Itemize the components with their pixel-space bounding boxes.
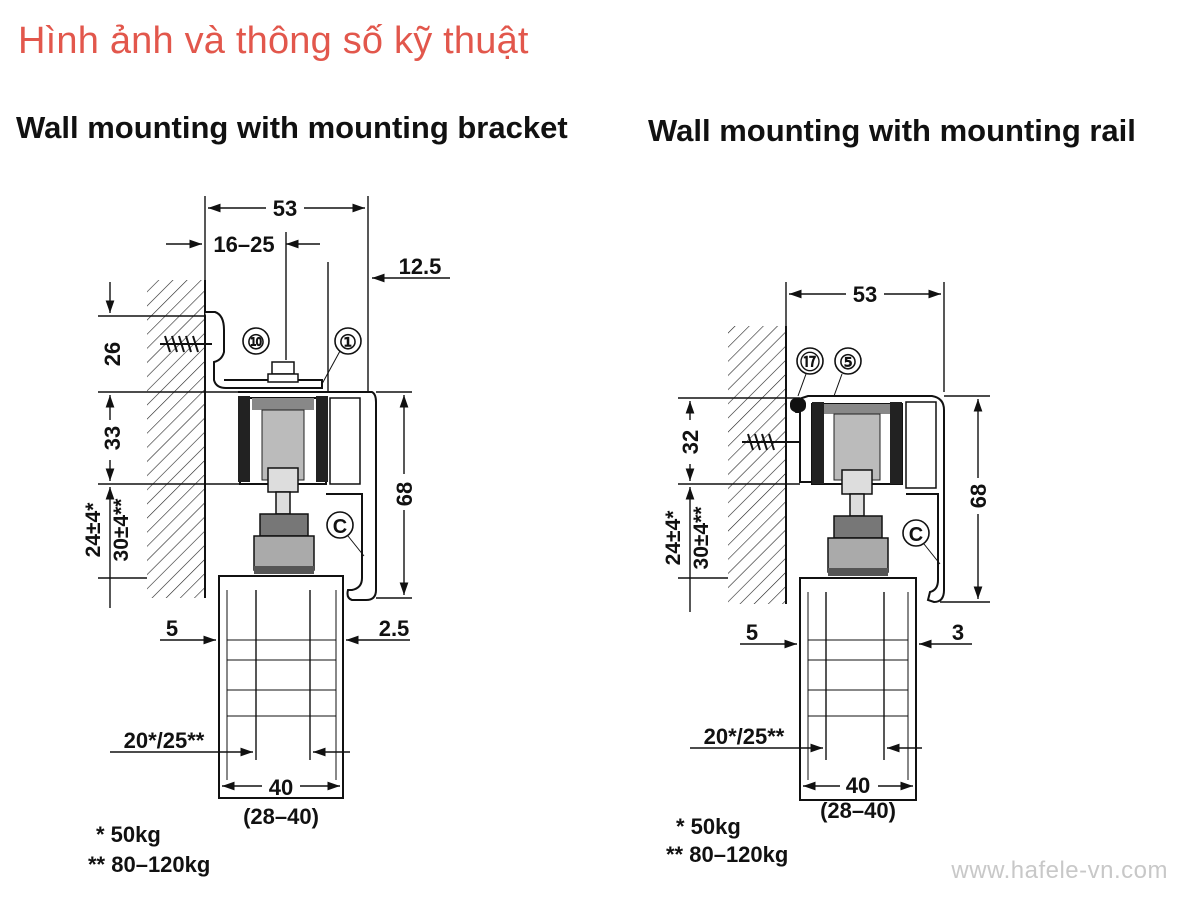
right-dim-30: 30±4** xyxy=(690,506,713,570)
right-wall xyxy=(728,326,786,604)
left-note-1: * 50kg xyxy=(96,822,161,847)
right-door-section xyxy=(799,577,917,801)
left-dim-28-40: (28–40) xyxy=(243,804,319,829)
right-diagram: 53 32 24±4* 30±4** 68 5 3 20*/25** 40 (2… xyxy=(662,282,991,867)
right-dim-68: 68 xyxy=(966,484,991,508)
left-note-2: ** 80–120kg xyxy=(88,852,210,877)
left-dim-2-5: 2.5 xyxy=(379,616,410,641)
right-dim-32: 32 xyxy=(678,430,703,454)
mounting-bracket xyxy=(205,311,323,389)
right-dim-40: 40 xyxy=(846,773,870,798)
right-hanger xyxy=(827,469,889,576)
right-dim-20-25: 20*/25** xyxy=(704,724,785,749)
left-diagram: 53 16–25 12.5 26 33 24±4* 30±4** 68 5 2.… xyxy=(82,196,450,877)
right-dim-53: 53 xyxy=(853,282,877,307)
watermark: www.hafele-vn.com xyxy=(951,857,1168,884)
left-dim-33: 33 xyxy=(100,426,125,450)
left-bolt xyxy=(267,361,299,383)
left-screw-icon xyxy=(160,335,212,353)
left-callout-10: ⑩ xyxy=(247,332,265,354)
left-dim-20-25: 20*/25** xyxy=(124,728,205,753)
left-dim-12-5: 12.5 xyxy=(399,254,442,279)
left-dim-53: 53 xyxy=(273,196,297,221)
right-dim-5: 5 xyxy=(746,620,758,645)
right-callout-5: ⑤ xyxy=(839,352,857,374)
left-dim-16-25: 16–25 xyxy=(213,232,274,257)
right-dim-3: 3 xyxy=(952,620,964,645)
right-callout-c: C xyxy=(909,524,923,546)
left-door-section xyxy=(218,575,344,799)
left-dim-24: 24±4* xyxy=(82,502,105,558)
left-dim-40: 40 xyxy=(269,775,293,800)
right-dim-28-40: (28–40) xyxy=(820,798,896,823)
right-note-2: ** 80–120kg xyxy=(666,842,788,867)
left-dim-30: 30±4** xyxy=(110,498,133,562)
right-dim-24: 24±4* xyxy=(662,510,685,566)
right-screw-icon xyxy=(742,433,800,451)
right-carriage xyxy=(811,401,937,489)
left-hanger xyxy=(253,467,315,574)
left-callout-c: C xyxy=(333,516,347,538)
right-callout-17: ⑰ xyxy=(800,351,820,374)
left-diagram-heading: Wall mounting with mounting bracket xyxy=(16,110,568,145)
left-wall xyxy=(147,280,205,598)
left-dim-5: 5 xyxy=(166,616,178,641)
left-callout-1: ① xyxy=(339,332,357,354)
page-title: Hình ảnh và thông số kỹ thuật xyxy=(18,20,529,62)
left-dim-68: 68 xyxy=(392,482,417,506)
right-note-1: * 50kg xyxy=(676,814,741,839)
left-dim-26: 26 xyxy=(100,342,125,366)
right-diagram-heading: Wall mounting with mounting rail xyxy=(648,113,1136,148)
